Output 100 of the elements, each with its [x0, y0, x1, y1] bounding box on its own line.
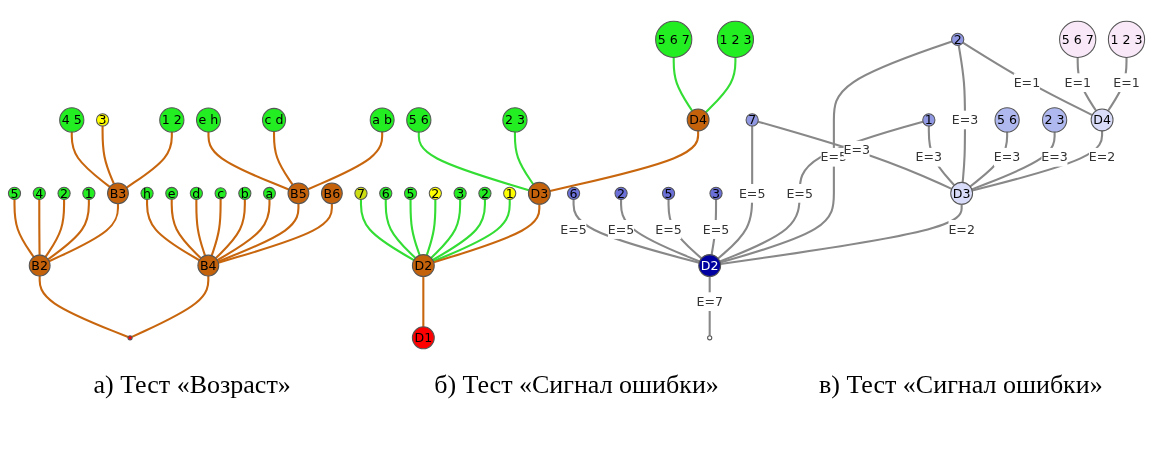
- edge-label: E=7: [696, 294, 723, 310]
- connector: [218, 203, 333, 264]
- node-circle: B3: [107, 182, 129, 205]
- connector: [417, 132, 530, 192]
- node-circle: d: [189, 186, 203, 200]
- node-circle: 2: [614, 186, 628, 200]
- edge-label: E=3: [993, 149, 1021, 165]
- node-circle: 7: [745, 113, 759, 127]
- node-circle: 1 2 3: [1107, 20, 1146, 59]
- connector: [101, 126, 115, 185]
- connector: [215, 199, 246, 259]
- connector: [409, 199, 421, 256]
- edge-label: E=5: [702, 222, 730, 237]
- edge-label: E=5: [607, 222, 635, 237]
- node-circle: 5: [7, 186, 22, 200]
- node-circle: a: [263, 186, 276, 200]
- connector: [38, 276, 129, 338]
- node-circle: e h: [196, 107, 221, 133]
- node-circle: 5 6 7: [655, 20, 693, 59]
- node-circle: c d: [261, 107, 287, 132]
- edge-label: E=5: [786, 185, 813, 201]
- node-circle: b: [238, 186, 252, 200]
- edge-label: E=2: [1088, 149, 1116, 165]
- node-circle: D2: [698, 254, 722, 278]
- connector: [207, 131, 290, 191]
- node-circle: B4: [197, 254, 220, 277]
- node-circle: 5 6 7: [1059, 20, 1097, 59]
- connector: [705, 57, 737, 113]
- node-circle: D3: [950, 181, 974, 205]
- connector: [13, 199, 35, 258]
- connector: [359, 199, 415, 261]
- node-circle: 6: [379, 186, 393, 200]
- edge-label: E=3: [951, 112, 979, 128]
- node-circle: 1: [82, 186, 96, 200]
- node-circle: 4 5: [59, 107, 85, 133]
- node-circle: e: [165, 186, 179, 200]
- connector: [47, 199, 90, 261]
- edge-label: E=1: [1113, 75, 1140, 91]
- connector: [962, 41, 1093, 117]
- node-circle: B6: [320, 182, 343, 205]
- connector: [307, 131, 384, 191]
- node-circle: 3: [95, 113, 110, 127]
- edge-label: E=5: [738, 185, 766, 201]
- node-circle: 1 2: [159, 107, 185, 133]
- panel-caption: в) Тест «Сигнал ошибки»: [817, 370, 1104, 400]
- connector: [433, 204, 541, 264]
- edge-label: E=2: [948, 222, 975, 237]
- connector: [757, 120, 953, 190]
- edge-label: E=5: [655, 222, 682, 237]
- node-circle: 5 6: [406, 107, 432, 133]
- node-circle: 2: [428, 186, 442, 200]
- connector: [170, 199, 202, 259]
- connector: [216, 199, 271, 262]
- node-circle: 3: [709, 186, 723, 200]
- edge-label: E=5: [560, 222, 587, 237]
- node-circle: 2 3: [1041, 107, 1068, 133]
- connector: [48, 203, 119, 263]
- edge-label: E=3: [843, 142, 870, 158]
- node-circle: 7: [354, 186, 368, 200]
- connector: [620, 199, 700, 263]
- edge-label: E=1: [1013, 75, 1041, 91]
- connector: [217, 203, 300, 263]
- connector: [70, 132, 111, 188]
- connector: [572, 199, 700, 264]
- node-circle: 6: [566, 186, 581, 200]
- node-circle: D1: [411, 326, 435, 350]
- node-circle: c: [214, 187, 227, 200]
- edge-label: E=1: [1064, 75, 1091, 91]
- node-circle: 5 6: [994, 107, 1020, 133]
- connector: [672, 57, 693, 112]
- node-circle: D4: [686, 108, 710, 132]
- connector: [422, 276, 425, 327]
- node-circle: 4: [32, 186, 46, 200]
- connector: [126, 132, 173, 189]
- node-circle: h: [140, 186, 154, 200]
- connector: [210, 198, 222, 257]
- node-circle: 5: [661, 186, 676, 200]
- node-circle: B2: [28, 254, 51, 277]
- connector: [131, 276, 210, 338]
- node-circle: D3: [527, 181, 551, 205]
- connector: [513, 132, 535, 185]
- node-circle: B5: [287, 182, 310, 205]
- node-circle: 3: [453, 186, 467, 200]
- panel-caption: а) Тест «Возраст»: [92, 370, 292, 400]
- node-circle: [127, 335, 133, 341]
- node-circle: [707, 335, 713, 341]
- connector: [44, 199, 66, 258]
- connector: [720, 204, 963, 266]
- connector: [719, 120, 924, 263]
- node-circle: D2: [411, 254, 435, 278]
- node-circle: a b: [369, 107, 395, 133]
- connector: [719, 40, 953, 264]
- connector: [972, 130, 1104, 192]
- connector: [549, 130, 700, 192]
- node-circle: 2: [57, 186, 71, 200]
- connector: [384, 199, 417, 259]
- connector: [272, 131, 294, 186]
- connector: [425, 199, 437, 256]
- connector: [432, 199, 486, 261]
- panel-caption: б) Тест «Сигнал ошибки»: [433, 370, 720, 400]
